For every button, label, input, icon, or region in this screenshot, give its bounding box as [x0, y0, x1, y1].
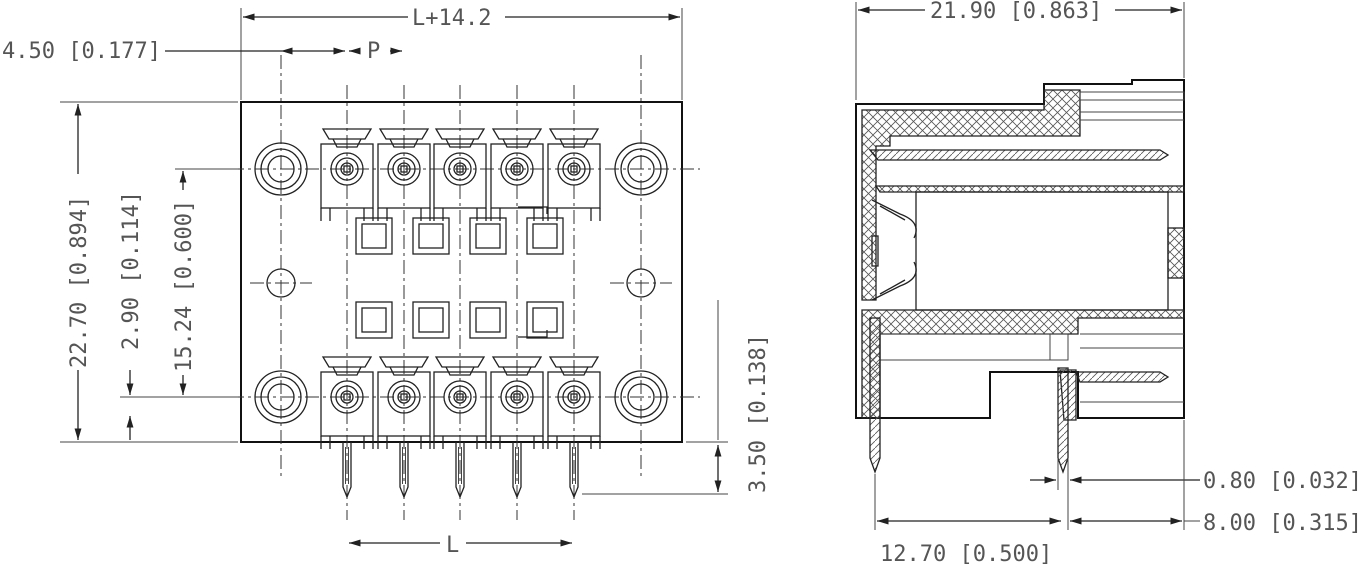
dimension-pin-length: 3.50 [0.138]	[582, 300, 771, 495]
release-slot	[355, 217, 393, 255]
connector-body	[240, 101, 683, 443]
locating-hole	[626, 268, 656, 298]
dim-offset-label: 4.50 [0.177]	[2, 39, 161, 64]
front-view: L+14.2 4.50 [0.177] P 22.70 [0.894] 2.90…	[2, 6, 771, 558]
side-view: 21.90 [0.863]	[855, 0, 1362, 564]
dim-bottom-label: L	[446, 533, 459, 558]
release-slot	[526, 217, 564, 255]
dim-pin-offset-label: 8.00 [0.315]	[1203, 511, 1362, 536]
dim-depth-label: 21.90 [0.863]	[930, 0, 1102, 24]
upper-pin	[868, 149, 1170, 161]
dim-pin-width-label: 0.80 [0.032]	[1203, 469, 1362, 494]
spring-clip	[871, 199, 917, 301]
release-slot	[469, 301, 507, 339]
dimension-pin-offset: 8.00 [0.315]	[1070, 420, 1362, 536]
release-slot	[412, 301, 450, 339]
dimension-heights: 22.70 [0.894] 2.90 [0.114] 15.24 [0.600]	[60, 101, 238, 443]
housing-outline	[855, 79, 1185, 419]
dimension-pin-spacing: 12.70 [0.500]	[874, 474, 1061, 564]
lower-pin	[1075, 371, 1170, 383]
release-slot	[526, 301, 564, 339]
center-lines	[230, 55, 700, 520]
dim-pin-spacing-label: 12.70 [0.500]	[880, 542, 1052, 564]
wire-cavity	[915, 191, 1169, 311]
dim-row-spacing-label: 15.24 [0.600]	[172, 200, 197, 372]
housing-section-upper	[861, 89, 1081, 301]
dim-top-label: L+14.2	[412, 6, 491, 31]
dimension-depth: 21.90 [0.863]	[855, 0, 1185, 100]
release-slot	[412, 217, 450, 255]
locating-hole	[266, 268, 296, 298]
solder-pin-left	[869, 317, 881, 474]
dim-pitch-label: P	[367, 39, 380, 64]
solder-pin-right	[1057, 367, 1069, 474]
dimension-pitch: 4.50 [0.177] P	[2, 39, 402, 64]
dimension-overall-width: L+14.2	[240, 6, 683, 100]
dim-base-label: 2.90 [0.114]	[119, 191, 144, 350]
release-slot	[469, 217, 507, 255]
dim-height-label: 22.70 [0.894]	[67, 196, 92, 368]
release-slot	[355, 301, 393, 339]
dimension-pin-width: 0.80 [0.032]	[1030, 458, 1362, 530]
dim-pin-length-label: 3.50 [0.138]	[746, 334, 771, 493]
dimension-l: L	[349, 533, 572, 558]
